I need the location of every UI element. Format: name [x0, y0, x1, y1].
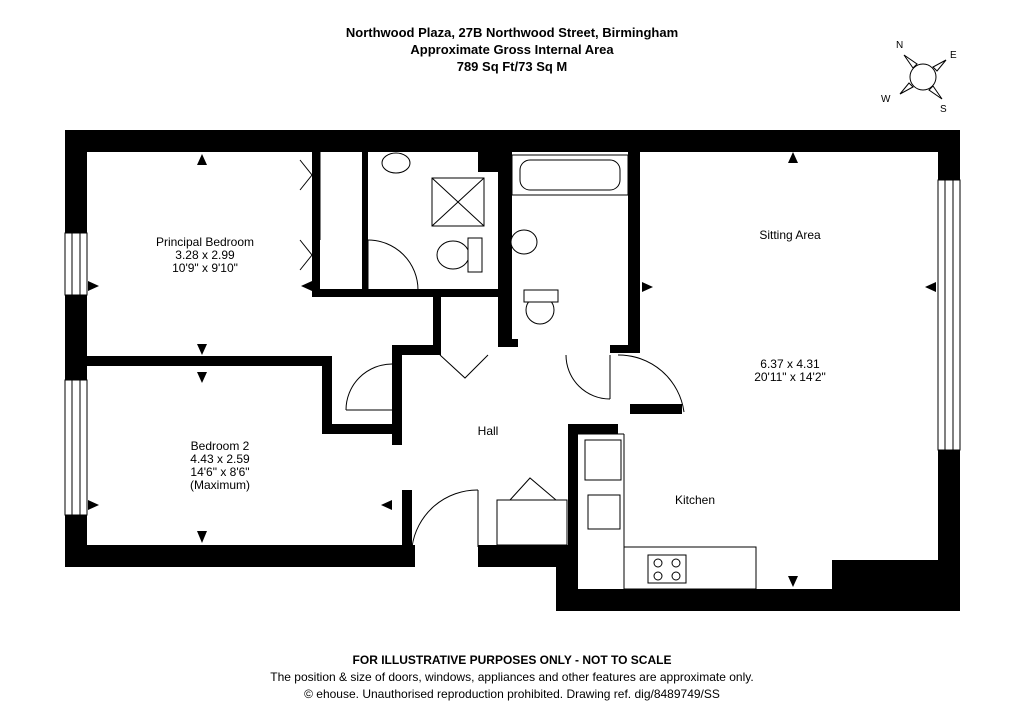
- compass-north: N: [896, 40, 904, 51]
- compass-south: S: [940, 104, 947, 115]
- doors: [299, 152, 685, 548]
- area-value: 789 Sq Ft/73 Sq M: [456, 59, 568, 74]
- copyright-text: © ehouse. Unauthorised reproduction proh…: [304, 687, 720, 701]
- windows: [64, 179, 961, 516]
- address-title: Northwood Plaza, 27B Northwood Street, B…: [345, 25, 679, 40]
- compass-east: E: [950, 50, 957, 61]
- room-metric: 4.43 x 2.59: [190, 452, 250, 466]
- room-imperial: 20'11" x 14'2": [754, 370, 826, 384]
- room-imperial: 10'9" x 9'10": [172, 261, 238, 275]
- dimension-arrows: [88, 152, 936, 587]
- disclaimer-text: The position & size of doors, windows, a…: [270, 670, 754, 684]
- room-imperial: 14'6" x 8'6": [190, 465, 250, 479]
- compass-icon: [899, 54, 947, 100]
- room-kitchen: Kitchen: [674, 493, 716, 507]
- room-sitting-dimensions: 6.37 x 4.31 20'11" x 14'2": [720, 358, 860, 384]
- room-name: Bedroom 2: [190, 439, 250, 453]
- room-sitting-area: Sitting Area: [730, 229, 850, 242]
- room-note: (Maximum): [190, 478, 250, 492]
- room-principal-bedroom: Principal Bedroom 3.28 x 2.99 10'9" x 9'…: [130, 236, 280, 275]
- room-metric: 3.28 x 2.99: [175, 248, 235, 262]
- room-name: Sitting Area: [759, 228, 821, 242]
- room-bedroom-2: Bedroom 2 4.43 x 2.59 14'6" x 8'6" (Maxi…: [150, 440, 290, 492]
- room-name: Principal Bedroom: [155, 235, 255, 249]
- area-title: Approximate Gross Internal Area: [410, 42, 614, 57]
- room-metric: 6.37 x 4.31: [760, 357, 820, 371]
- fixtures: [381, 152, 757, 590]
- room-hall: Hall: [477, 424, 499, 438]
- disclaimer-title: FOR ILLUSTRATIVE PURPOSES ONLY - NOT TO …: [352, 653, 672, 667]
- walls: [65, 130, 960, 611]
- compass-west: W: [881, 94, 891, 105]
